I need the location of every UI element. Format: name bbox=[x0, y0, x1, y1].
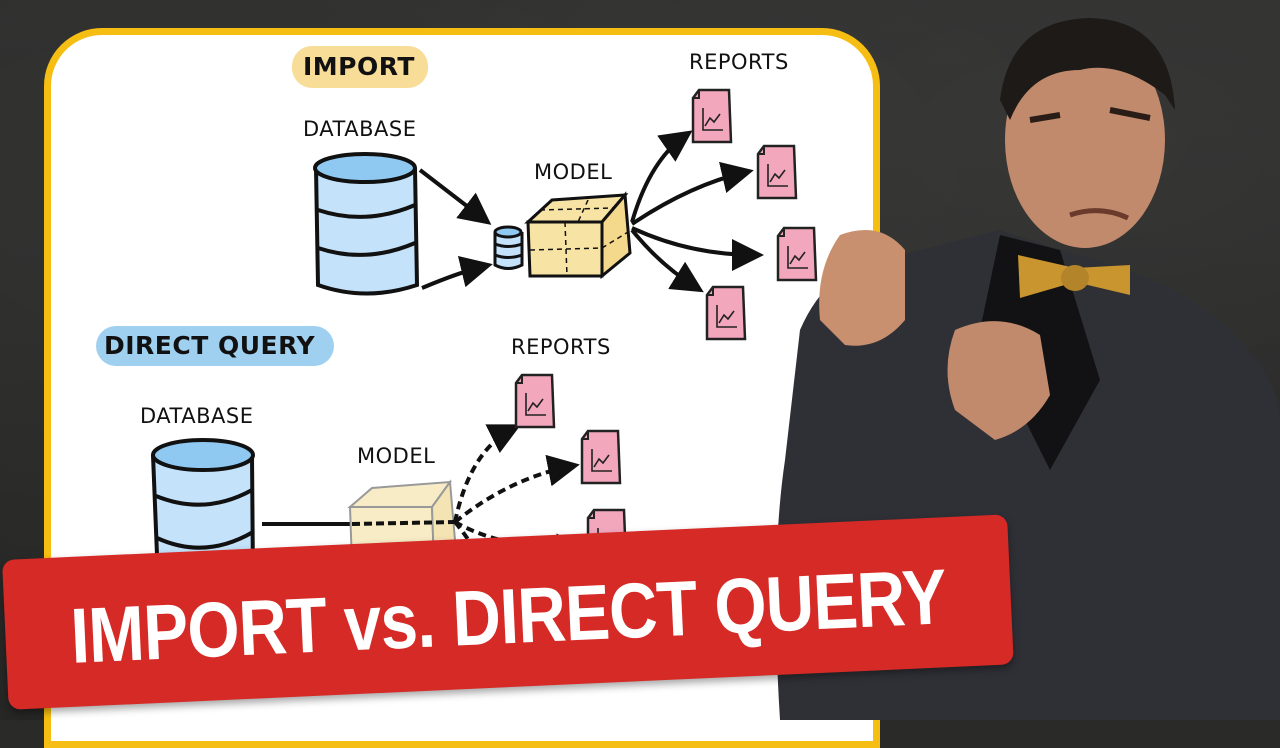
dq-reports-label: REPORTS bbox=[511, 335, 611, 359]
dq-database-label: DATABASE bbox=[140, 404, 254, 428]
import-model-cube-icon bbox=[524, 191, 632, 280]
import-report-icon-4 bbox=[705, 285, 747, 341]
import-database-icon bbox=[313, 152, 420, 296]
banner-title: IMPORT vs. DIRECT QUERY bbox=[68, 551, 948, 680]
import-reports-label: REPORTS bbox=[689, 50, 789, 74]
direct-query-label: DIRECT QUERY bbox=[104, 331, 316, 360]
dq-model-label: MODEL bbox=[357, 444, 436, 468]
import-highlight bbox=[292, 46, 428, 88]
import-report-icon-1 bbox=[691, 88, 733, 144]
import-label: IMPORT bbox=[303, 52, 415, 81]
direct-query-highlight bbox=[96, 326, 334, 366]
dq-report-icon-2 bbox=[580, 429, 622, 485]
dq-report-icon-1 bbox=[514, 373, 556, 429]
import-database-label: DATABASE bbox=[303, 117, 417, 141]
import-model-label: MODEL bbox=[534, 160, 613, 184]
import-small-database-icon bbox=[493, 225, 524, 270]
